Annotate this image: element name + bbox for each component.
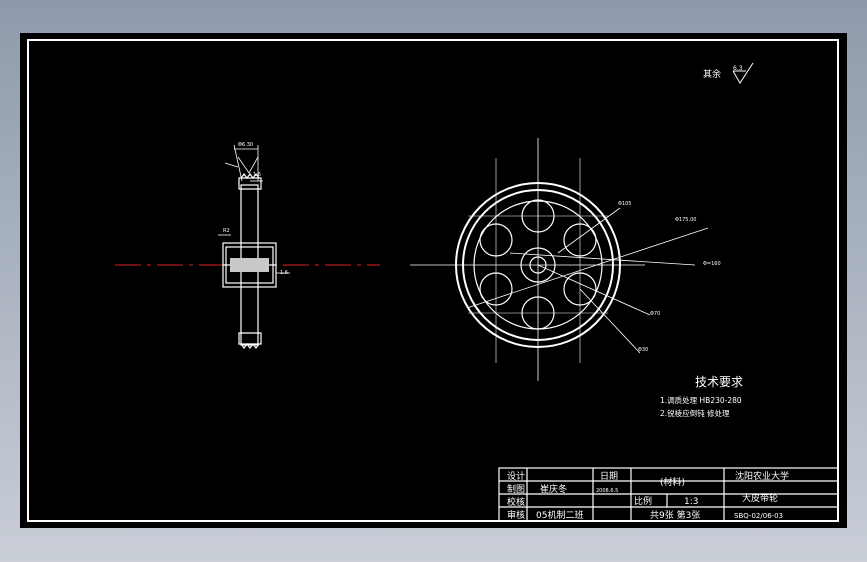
material: (材料) (660, 476, 685, 488)
front-dim-4: Φ70 (650, 311, 660, 317)
scale-label: 比例 (634, 495, 652, 507)
cad-drawing: 其余 6.3 Φ6.30 1.6 R2 1.6 (27, 39, 839, 522)
drawing-sheet: 其余 6.3 Φ6.30 1.6 R2 1.6 (20, 33, 847, 528)
part-name: 大皮带轮 (742, 492, 778, 504)
drawing-number: SBQ-02/06-03 (734, 512, 783, 520)
front-dim-2: Φ175.00 (675, 217, 696, 223)
surface-finish-label: 其余 (703, 68, 721, 80)
side-dim-2: 1.6 (253, 172, 261, 178)
title-block (498, 467, 839, 522)
class-name: 05机制二班 (536, 509, 583, 521)
label-design: 设计 (507, 470, 525, 482)
school-name: 沈阳农业大学 (735, 470, 789, 482)
designer-name: 崔庆冬 (540, 483, 567, 495)
front-dim-3: Φ=160 (703, 261, 721, 267)
surface-finish-value: 6.3 (733, 65, 743, 72)
side-dim-4: 1.6 (280, 270, 288, 276)
side-section-view (218, 144, 290, 349)
surface-finish-icon (732, 62, 754, 84)
side-dim-3: R2 (223, 228, 230, 234)
border-frame (27, 39, 839, 522)
date-value: 2008.6.5 (596, 488, 618, 494)
date-label: 日期 (600, 471, 618, 482)
label-approve: 审核 (507, 509, 525, 521)
tech-item-2: 2.锐棱应倒钝 修处理 (660, 408, 730, 418)
front-dim-5: Φ30 (638, 347, 648, 353)
title-block-text: 设计 制图 校核 审核 崔庆冬 05机制二班 日期 2008.6.5 (材料) … (507, 470, 789, 521)
scale-value: 1:3 (684, 497, 698, 507)
tech-item-1: 1.调质处理 HB230-280 (660, 395, 742, 405)
sheet-count: 共9张 第3张 (650, 509, 700, 521)
label-check: 校核 (507, 496, 525, 508)
side-dim-1: Φ6.30 (238, 142, 253, 148)
front-view (410, 138, 709, 381)
front-dim-1: Φ105 (618, 201, 631, 207)
tech-title: 技术要求 (695, 375, 743, 389)
label-draw: 制图 (507, 483, 525, 495)
